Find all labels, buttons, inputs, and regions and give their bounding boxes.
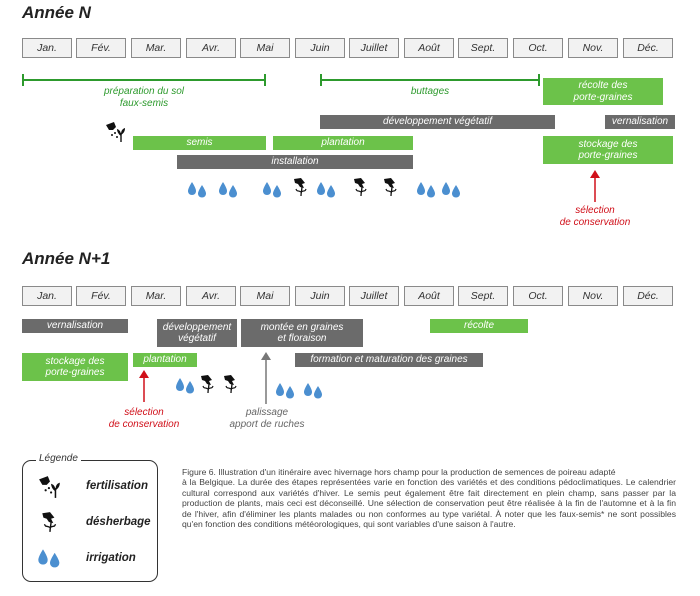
year-n-month-9: Oct. — [513, 38, 563, 58]
water-drops-icon — [187, 180, 209, 198]
year-n1-month-9: Oct. — [513, 286, 563, 306]
weeding-icon — [40, 511, 60, 533]
buttages-label: buttages — [410, 86, 450, 97]
palissage-arrow — [261, 352, 271, 404]
year-n1-month-2: Mar. — [131, 286, 181, 306]
year-n-month-11: Déc. — [623, 38, 673, 58]
water-drops-icon — [316, 180, 338, 198]
year-n1-month-8: Sept. — [458, 286, 508, 306]
water-drops-icon — [218, 180, 240, 198]
year-n-month-4: Mai — [240, 38, 290, 58]
bar-stockage-n1: stockage des porte-graines — [22, 353, 128, 381]
water-drops-icon — [303, 381, 325, 399]
year-n-month-6: Juillet — [349, 38, 399, 58]
bar-recolte-n: récolte des porte-graines — [543, 78, 663, 105]
year-n1-month-11: Déc. — [623, 286, 673, 306]
fertilisation-icon — [105, 121, 127, 143]
year-n1-month-5: Juin — [295, 286, 345, 306]
brackets-n — [22, 74, 540, 86]
year-n1-month-1: Fév. — [76, 286, 126, 306]
year-n1-month-10: Nov. — [568, 286, 618, 306]
weeding-icon — [199, 374, 217, 394]
year-n-month-0: Jan. — [22, 38, 72, 58]
year-n-month-2: Mar. — [131, 38, 181, 58]
weeding-icon — [382, 177, 400, 197]
weeding-icon — [352, 177, 370, 197]
year-n1-month-3: Avr. — [186, 286, 236, 306]
bar-formation: formation et maturation des graines — [295, 353, 483, 367]
bar-stockage-n: stockage des porte-graines — [543, 136, 673, 164]
bar-montee: montée en graines et floraison — [241, 319, 363, 347]
year-n-month-7: Août — [404, 38, 454, 58]
weeding-icon — [222, 374, 240, 394]
bar-vernalisation-n1: vernalisation — [22, 319, 128, 333]
bar-vernalisation-n: vernalisation — [605, 115, 675, 129]
legend-label-fertilisation: fertilisation — [86, 480, 148, 492]
legend-label-desherbage: désherbage — [86, 516, 151, 528]
water-drops-icon — [441, 180, 463, 198]
year-n-month-10: Nov. — [568, 38, 618, 58]
bar-developpement-n1: développement végétatif — [157, 319, 237, 347]
preparation-label: préparation du sol faux-semis — [103, 86, 185, 109]
year-n-month-1: Fév. — [76, 38, 126, 58]
year-n-month-3: Avr. — [186, 38, 236, 58]
figure-caption: Figure 6. Illustration d'un itinéraire a… — [182, 467, 676, 530]
bar-semis: semis — [133, 136, 266, 150]
water-drops-icon — [275, 381, 297, 399]
water-drops-icon — [175, 376, 197, 394]
selection-arrow-n — [590, 170, 600, 202]
year-n-month-8: Sept. — [458, 38, 508, 58]
selection-label-n: sélection de conservation — [559, 205, 631, 228]
selection-arrow-n1 — [139, 370, 149, 402]
year-n-month-5: Juin — [295, 38, 345, 58]
year-n1-month-7: Août — [404, 286, 454, 306]
year-n1-month-4: Mai — [240, 286, 290, 306]
year-n1-month-6: Juillet — [349, 286, 399, 306]
year-n-title: Année N — [22, 3, 91, 22]
year-n1-month-0: Jan. — [22, 286, 72, 306]
year-n1-title: Année N+1 — [22, 249, 111, 268]
legend-box — [22, 460, 158, 582]
palissage-label: palissage apport de ruches — [229, 407, 305, 430]
weeding-icon — [292, 177, 310, 197]
fertilisation-icon — [38, 475, 62, 499]
bar-plantation-n1: plantation — [133, 353, 197, 367]
bar-installation: installation — [177, 155, 413, 169]
legend-title: Légende — [36, 453, 81, 464]
bar-developpement-n: développement végétatif — [320, 115, 555, 129]
water-drops-icon — [37, 547, 63, 568]
bar-recolte-n1: récolte — [430, 319, 528, 333]
bar-plantation-n: plantation — [273, 136, 413, 150]
water-drops-icon — [416, 180, 438, 198]
water-drops-icon — [262, 180, 284, 198]
legend-label-irrigation: irrigation — [86, 552, 136, 564]
selection-label-n1: sélection de conservation — [108, 407, 180, 430]
